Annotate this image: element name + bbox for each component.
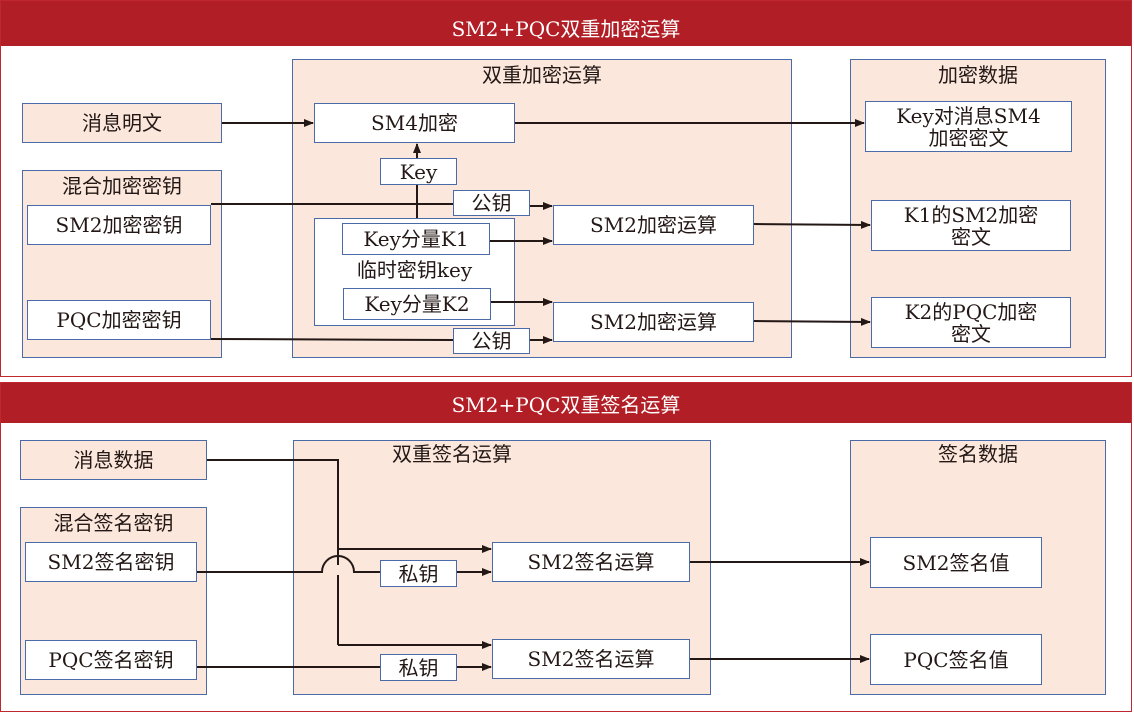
temp-key-label: 临时密钥key [356,258,473,282]
public-key-label-1: 公钥 [471,191,512,215]
private-key-label-1: 私钥 [398,561,439,586]
message-plaintext-label: 消息明文 [82,111,162,135]
hybrid-encryption-key-title: 混合加密密钥 [62,174,182,198]
sm2-signature-key-box: SM2签名密钥 [25,542,197,582]
pqc-signature-key-box: PQC签名密钥 [25,640,197,680]
encryption-panel-title: SM2+PQC双重加密运算 [451,17,681,41]
sm2-signature-key-label: SM2签名密钥 [47,550,175,574]
signature-panel-title: SM2+PQC双重签名运算 [451,393,681,417]
key-component-k1-label: Key分量K1 [363,227,469,251]
k2-ciphertext-box: K2的PQC加密 密文 [871,297,1071,348]
sm2-sign-op-box-1: SM2签名运算 [492,542,690,582]
sm2-encrypt-op-label-1: SM2加密运算 [590,213,717,237]
message-plaintext-box: 消息明文 [22,103,222,143]
signature-panel-header: SM2+PQC双重签名运算 [1,383,1131,423]
sm4-ciphertext-line1: Key对消息SM4 [896,103,1041,128]
private-key-box-1: 私钥 [380,560,457,587]
pqc-signature-value-box: PQC签名值 [870,634,1042,685]
sm2-encryption-key-box: SM2加密密钥 [27,205,211,245]
signature-data-title: 签名数据 [938,442,1018,466]
hybrid-signature-key-title: 混合签名密钥 [53,511,174,535]
sm2-signature-value-box: SM2签名值 [870,537,1042,588]
pqc-encryption-key-box: PQC加密密钥 [27,300,211,340]
sm2-sign-op-box-2: SM2签名运算 [492,639,690,679]
public-key-box-2: 公钥 [453,328,530,354]
private-key-label-2: 私钥 [398,655,439,680]
k1-ciphertext-box: K1的SM2加密 密文 [871,200,1071,251]
pqc-signature-value-label: PQC签名值 [903,647,1009,672]
private-key-box-2: 私钥 [380,654,457,681]
key-box: Key [380,158,457,185]
dual-signature-title: 双重签名运算 [392,442,512,466]
k2-ciphertext-line2: 密文 [951,321,991,346]
sm2-sign-op-label-1: SM2签名运算 [527,550,655,574]
sm2-sign-op-label-2: SM2签名运算 [527,647,655,671]
key-component-k2-box: Key分量K2 [343,288,491,320]
sm2-encrypt-op-box-2: SM2加密运算 [553,302,754,342]
sm4-ciphertext-box: Key对消息SM4 加密密文 [865,101,1072,152]
public-key-label-2: 公钥 [471,329,512,353]
sm2-encryption-key-label: SM2加密密钥 [55,213,183,237]
sm4-encrypt-box: SM4加密 [314,103,515,143]
key-label: Key [399,159,438,184]
public-key-box-1: 公钥 [453,190,530,216]
encrypted-data-title: 加密数据 [938,63,1018,87]
message-data-box: 消息数据 [20,440,207,480]
k1-ciphertext-line1: K1的SM2加密 [903,202,1039,227]
pqc-encryption-key-label: PQC加密密钥 [56,308,182,332]
key-component-k2-label: Key分量K2 [364,292,470,316]
sm2-encrypt-op-label-2: SM2加密运算 [590,310,717,334]
sm2-signature-value-label: SM2签名值 [902,550,1010,575]
message-data-label: 消息数据 [73,448,154,472]
sm2-encrypt-op-box-1: SM2加密运算 [553,205,754,245]
dual-encryption-title: 双重加密运算 [482,63,602,87]
k2-ciphertext-line1: K2的PQC加密 [904,299,1038,324]
pqc-signature-key-label: PQC签名密钥 [48,648,174,672]
encryption-panel-header: SM2+PQC双重加密运算 [1,1,1131,46]
sm4-encrypt-label: SM4加密 [371,111,458,135]
k1-ciphertext-line2: 密文 [951,224,991,249]
sm4-ciphertext-line2: 加密密文 [928,125,1009,150]
key-component-k1-box: Key分量K1 [342,223,490,255]
